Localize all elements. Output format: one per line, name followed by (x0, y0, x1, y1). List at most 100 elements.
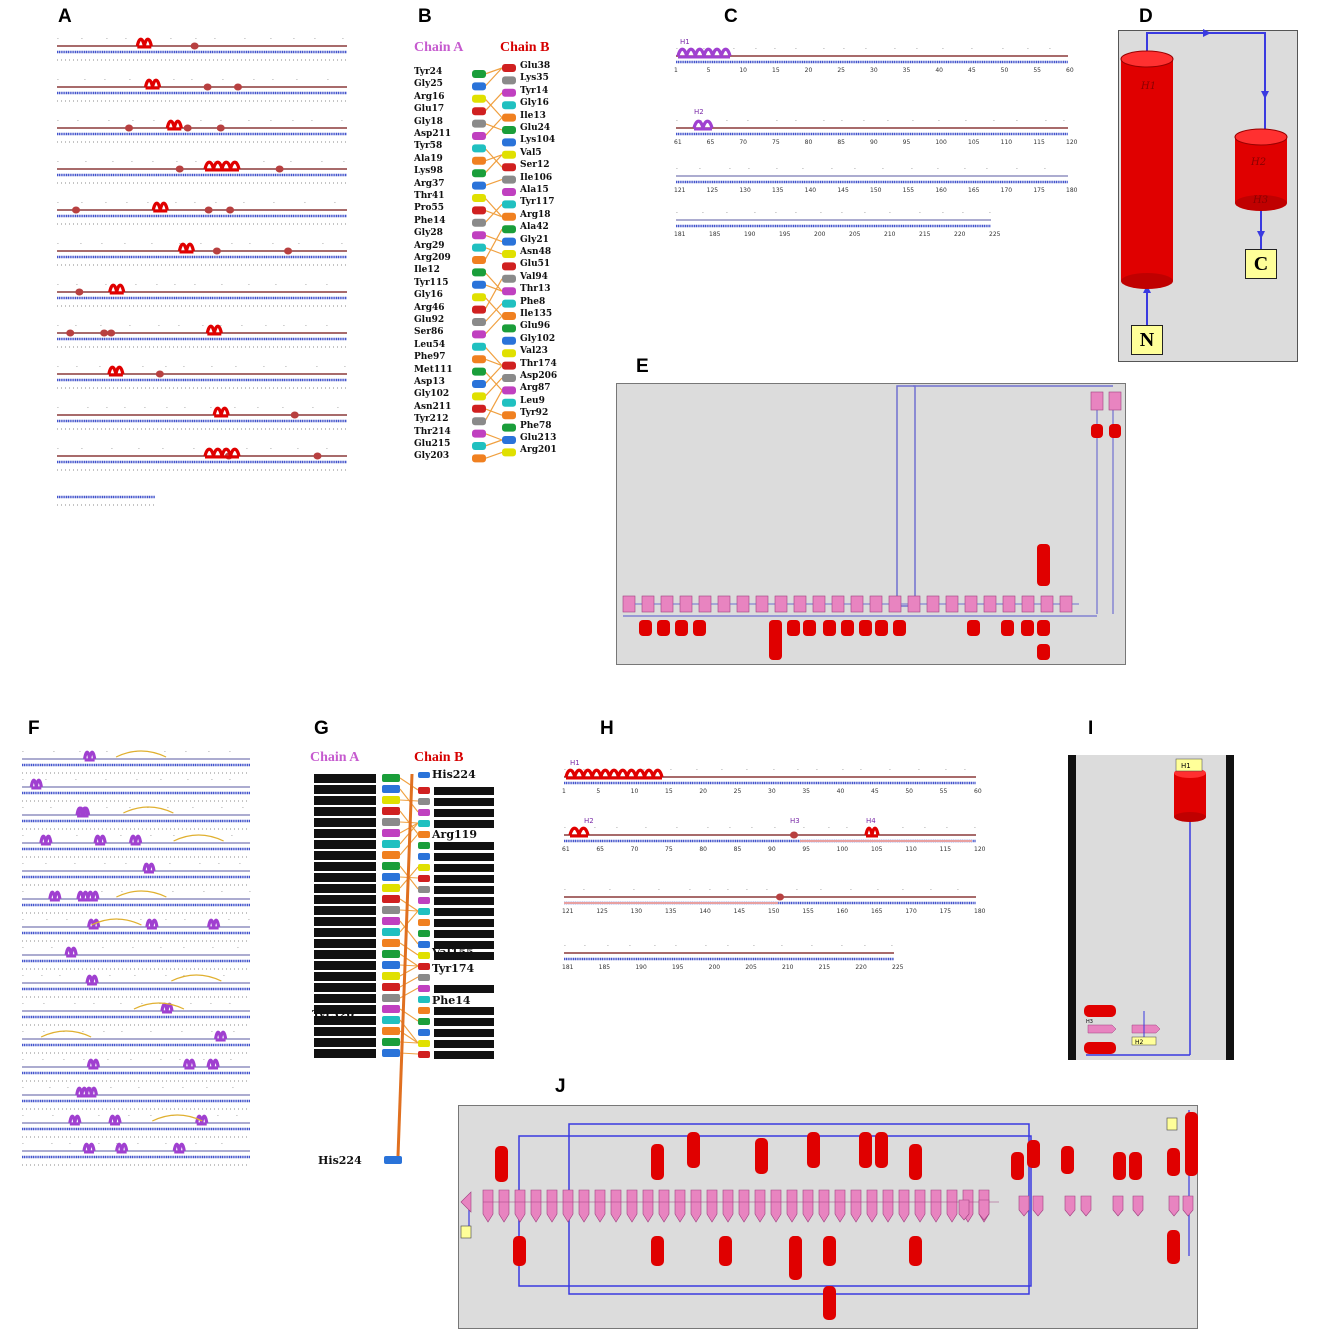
terminus-marker (460, 1225, 472, 1239)
annotation-tick: · (76, 282, 78, 289)
annotation-tick: · (776, 118, 778, 125)
annotation-tick: · (22, 1057, 24, 1064)
annotation-tick: · (43, 1001, 45, 1008)
tick-label: 100 (837, 846, 849, 853)
interface-link (484, 451, 503, 459)
annotation-tick: · (162, 1085, 164, 1092)
annotation-tick: · (218, 861, 220, 868)
panel-j-topology (458, 1105, 1198, 1329)
tick-label: 170 (1001, 187, 1013, 194)
tick-label: 120 (1066, 139, 1078, 146)
residue-name-block (314, 796, 376, 805)
beta-strand (482, 1189, 494, 1223)
residue-name-block (434, 985, 494, 993)
annotation-tick: · (181, 1029, 183, 1036)
residue-name-block (314, 983, 376, 992)
annotation-tick: · (564, 767, 566, 774)
residue-name-block (314, 873, 376, 882)
residue-marker-b (418, 985, 430, 992)
residue-label-b: Lys35 (520, 73, 549, 84)
annotation-tick: · (195, 159, 197, 166)
annotation-tick: · (270, 36, 272, 43)
panel-label-c: C (724, 6, 738, 27)
annotation-tick: · (165, 917, 167, 924)
beta-strand (562, 1189, 574, 1223)
loop (896, 385, 916, 607)
annotation-tick: · (221, 889, 223, 896)
residue-marker-a (472, 454, 486, 463)
alpha-helix (859, 1132, 872, 1168)
residue-marker-a (382, 928, 400, 936)
tick-label: 110 (905, 846, 917, 853)
annotation-tick: · (877, 887, 879, 894)
annotation-tick: · (727, 943, 729, 950)
annotation-tick: · (803, 825, 805, 832)
residue-label-a: Phe97 (414, 352, 446, 363)
annotation-tick: · (120, 833, 122, 840)
annotation-tick: · (676, 118, 678, 125)
annotation-tick: · (564, 825, 566, 832)
residue-name-block (314, 818, 376, 827)
residue-label-b: Arg18 (520, 209, 551, 220)
interface-link (399, 965, 419, 977)
annotation-tick: · (795, 210, 797, 217)
annotation-tick: · (151, 241, 153, 248)
beta-strand (1108, 391, 1122, 411)
turn-marker (155, 370, 164, 378)
annotation-tick: · (616, 825, 618, 832)
beta-strand (898, 1189, 910, 1223)
residue-marker-b (418, 798, 430, 805)
residue-label-b: Glu24 (520, 123, 551, 133)
annotation-tick: · (775, 210, 777, 217)
annotation-tick: · (105, 777, 107, 784)
cyl-label-h1: H1 (1140, 81, 1156, 92)
annotation-tick: · (150, 833, 152, 840)
residue-label-b: Thr13 (520, 284, 551, 295)
panel-i-topology-drawing: H1 H2 H3 (1084, 758, 1206, 1056)
beta-strand (866, 1189, 878, 1223)
tick-label: 181 (674, 231, 686, 238)
residue-name-block (314, 829, 376, 838)
interface-link (399, 942, 419, 956)
disulfide-bridge (123, 806, 174, 814)
turn-marker (72, 206, 81, 214)
annotation-tick: · (1044, 166, 1046, 173)
alpha-helix (1113, 1152, 1126, 1180)
alpha-helix (495, 1146, 508, 1182)
annotation-tick: · (22, 861, 24, 868)
beta-strand (658, 1189, 670, 1223)
annotation-tick: · (820, 210, 822, 217)
tick-label: 135 (772, 187, 784, 194)
annotation-tick: · (887, 118, 889, 125)
annotation-tick: · (285, 364, 287, 371)
annotation-tick: · (699, 166, 701, 173)
beta-strand (983, 595, 997, 613)
helix-coil (76, 806, 91, 816)
tick-label: 65 (707, 139, 715, 146)
annotation-tick: · (79, 749, 81, 756)
residue-marker-b (418, 864, 430, 871)
annotation-tick: · (165, 364, 167, 371)
residue-name-block (314, 884, 376, 893)
helix-coil (172, 1142, 186, 1152)
residue-label-a: Arg29 (414, 240, 445, 251)
tick-label: 50 (1001, 67, 1009, 74)
panel-d-topology: H1 H2 H3 N C (1118, 29, 1298, 362)
residue-marker-b (418, 941, 430, 948)
residue-marker-b (502, 423, 516, 432)
annotation-tick: · (670, 767, 672, 774)
interface-link (484, 346, 503, 367)
beta-strand (818, 1189, 830, 1223)
beta-strand (594, 1189, 606, 1223)
residue-marker-a (472, 169, 486, 178)
residue-label-a: Gly203 (414, 451, 450, 462)
annotation-tick: · (831, 166, 833, 173)
annotation-tick: · (74, 1001, 76, 1008)
tick-label: 25 (837, 67, 845, 74)
annotation-tick: · (121, 889, 123, 896)
residue-marker-b (418, 930, 430, 937)
annotation-tick: · (1016, 118, 1018, 125)
interface-link (484, 197, 503, 218)
annotation-tick: · (57, 282, 59, 289)
residue-marker-b (384, 1156, 402, 1164)
